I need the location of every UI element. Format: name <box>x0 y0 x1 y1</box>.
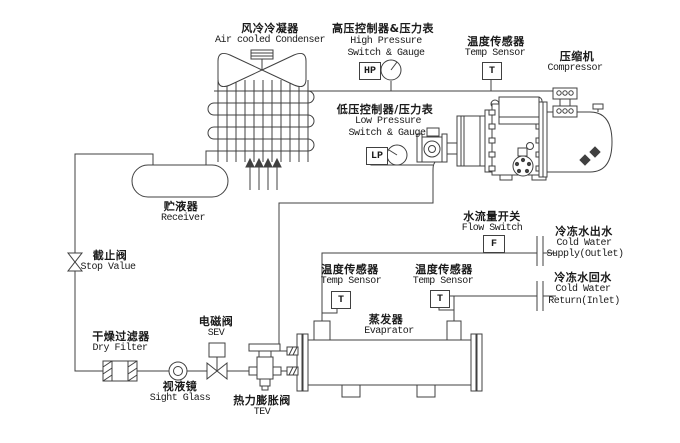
compressor-label-zh: 压缩机 <box>559 50 595 63</box>
discharge-temp-sensor-label-en: Temp Sensor <box>464 48 526 59</box>
sight-glass-label-zh: 视液镜 <box>162 380 198 393</box>
flow-switch-tag: F <box>490 238 497 250</box>
evap-temp-sensor-left-box: T <box>331 291 351 309</box>
discharge-temp-sensor-tag: T <box>488 65 495 77</box>
solenoid-valve-label-en: SEV <box>207 328 225 339</box>
evap-temp-sensor-left-label-zh: 温度传感器 <box>321 263 379 276</box>
dry-filter-label-zh: 干燥过滤器 <box>92 330 150 343</box>
sight-glass-icon <box>168 361 188 381</box>
lp-gauge-icon <box>386 144 408 166</box>
discharge-line <box>214 78 553 92</box>
hp-label-en2: Switch & Gauge <box>347 48 425 59</box>
evaporator-icon <box>286 320 483 398</box>
cold-water-return-label-zh: 冷冻水回水 <box>554 271 612 284</box>
hp-label-zh: 高压控制器&压力表 <box>331 22 435 35</box>
expansion-valve-label-zh: 热力膨胀阀 <box>233 394 291 407</box>
compressor-label-en: Compressor <box>547 63 603 74</box>
condenser-fan-icon <box>217 49 307 87</box>
expansion-valve-icon <box>248 343 282 391</box>
evaporator-label-en: Evaprator <box>364 326 414 337</box>
cold-water-supply-label-en2: Supply(Outlet) <box>546 249 624 260</box>
discharge-temp-sensor-box: T <box>482 62 502 80</box>
hp-switch-tag: HP <box>363 65 376 77</box>
airflow-arrows-icon <box>245 157 282 190</box>
hp-gauge-icon <box>380 59 402 81</box>
flow-switch-label-zh: 水流量开关 <box>463 210 521 223</box>
evap-temp-sensor-left-tag: T <box>337 294 344 306</box>
receiver-label-en: Receiver <box>160 213 206 224</box>
hp-switch-box: HP <box>359 62 381 80</box>
stop-valve-label-en: Stop Value <box>80 262 136 273</box>
cold-water-return-label-en1: Cold Water <box>555 284 611 295</box>
expansion-valve-label-en: TEV <box>253 407 271 418</box>
compressor-icon <box>416 87 613 181</box>
cold-water-return-label-en2: Return(Inlet) <box>548 296 620 307</box>
evap-temp-sensor-right-label-en: Temp Sensor <box>412 276 474 287</box>
evap-temp-sensor-left-label-en: Temp Sensor <box>320 276 382 287</box>
stop-valve-label-zh: 截止阀 <box>92 249 128 262</box>
lp-label-en2: Switch & Gauge <box>348 128 426 139</box>
lp-label-zh: 低压控制器/压力表 <box>336 103 434 116</box>
lp-label-en1: Low Pressure <box>354 116 422 127</box>
evap-temp-sensor-right-tag: T <box>436 293 443 305</box>
condenser-label-zh: 风冷冷凝器 <box>241 22 299 35</box>
receiver-icon <box>131 164 229 198</box>
solenoid-valve-label-zh: 电磁阀 <box>198 315 234 328</box>
flow-switch-box: F <box>483 235 505 253</box>
suction-line <box>278 161 436 352</box>
dry-filter-label-en: Dry Filter <box>92 343 148 354</box>
condenser-coil-icon <box>205 80 315 165</box>
receiver-label-zh: 贮液器 <box>163 200 199 213</box>
evap-temp-sensor-right-box: T <box>430 290 450 308</box>
stop-valve-icon <box>66 252 84 272</box>
flow-switch-label-en: Flow Switch <box>461 223 523 234</box>
solenoid-valve-icon <box>206 342 228 381</box>
cold-water-supply-label-zh: 冷冻水出水 <box>555 225 613 238</box>
evap-temp-sensor-right-label-zh: 温度传感器 <box>415 263 473 276</box>
discharge-temp-sensor-label-zh: 温度传感器 <box>467 35 525 48</box>
chilled-water-return-line <box>438 281 556 321</box>
sight-glass-label-en: Sight Glass <box>149 393 211 404</box>
lp-switch-tag: LP <box>370 150 383 162</box>
lp-switch-box: LP <box>366 147 388 165</box>
condenser-label-en: Air cooled Condenser <box>214 35 326 46</box>
evaporator-label-zh: 蒸发器 <box>368 313 404 326</box>
dry-filter-icon <box>102 360 138 382</box>
hp-label-en1: High Pressure <box>350 36 422 47</box>
cold-water-supply-label-en1: Cold Water <box>556 238 612 249</box>
